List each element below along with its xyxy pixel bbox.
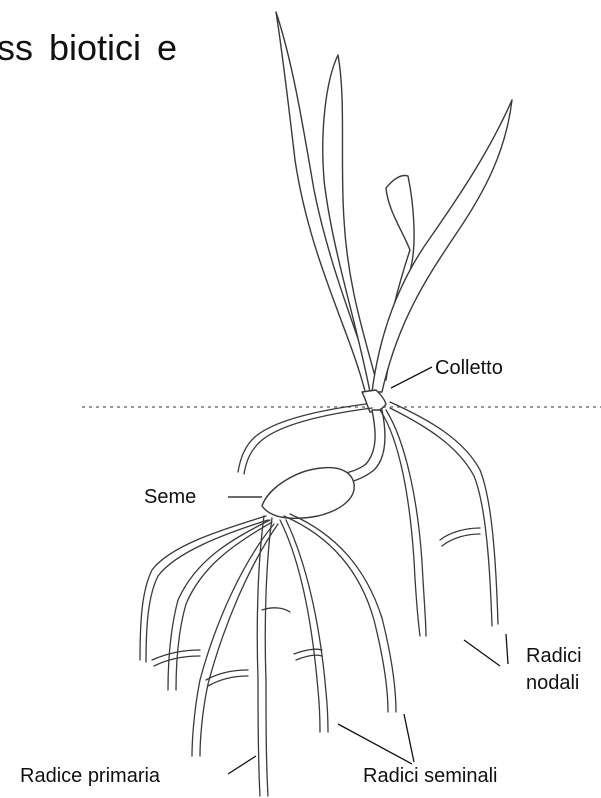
leader-primaria bbox=[228, 756, 256, 774]
shoot bbox=[276, 12, 512, 412]
label-radici-seminali: Radici seminali bbox=[363, 765, 498, 787]
label-radici-nodali-line2: nodali bbox=[526, 672, 579, 694]
leader-seminali-2 bbox=[404, 714, 414, 762]
leaf-right bbox=[372, 100, 512, 392]
label-radice-primaria: Radice primaria bbox=[20, 765, 160, 787]
seminal-roots bbox=[140, 514, 396, 796]
label-radici-nodali-line1: Radici bbox=[526, 645, 582, 667]
seed bbox=[262, 468, 354, 519]
leader-nodali-2 bbox=[506, 634, 508, 664]
label-colletto: Colletto bbox=[435, 357, 503, 379]
leader-colletto bbox=[391, 367, 432, 388]
label-seme: Seme bbox=[144, 486, 196, 508]
leader-seminali-1 bbox=[338, 724, 412, 764]
leader-nodali-1 bbox=[464, 640, 500, 666]
